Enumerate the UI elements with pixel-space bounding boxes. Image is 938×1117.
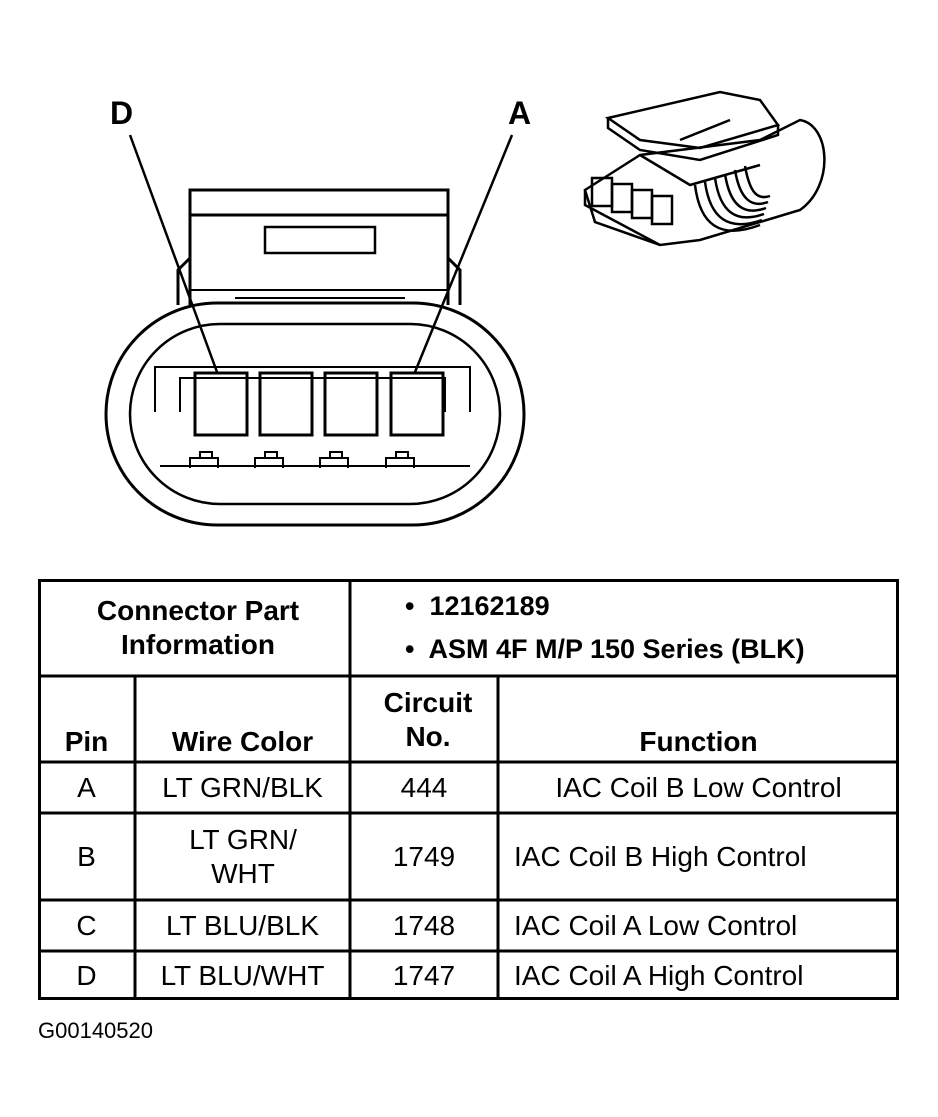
pin-label-a: A (508, 95, 531, 131)
table-row-pin: A (77, 771, 96, 803)
table-row-function: IAC Coil B High Control (514, 840, 807, 872)
table-row-circuit: 1749 (392, 840, 456, 872)
table-row-function: IAC Coil A High Control (514, 959, 804, 991)
table-row-pin: C (76, 909, 97, 941)
figure-id: G00140520 (38, 1018, 153, 1043)
table-row-pin: D (76, 959, 97, 991)
pin-label-d: D (110, 95, 133, 131)
column-header-wire-color: Wire Color (171, 726, 314, 757)
table-row-function: IAC Coil B Low Control (555, 771, 842, 803)
connector-part-info-label: Connector Part Information (96, 595, 300, 660)
part-info-item: • 12162189 (405, 591, 550, 621)
part-info-list: • 12162189 • ASM 4F M/P 150 Series (BLK) (405, 588, 805, 674)
column-header-pin: Pin (64, 726, 109, 757)
part-number: 12162189 (429, 591, 550, 621)
table-row-function: IAC Coil A Low Control (514, 909, 798, 941)
table-row-circuit: 1748 (392, 909, 456, 941)
column-header-circuit-no: Circuit No. (383, 687, 473, 752)
table-row-wire-color: LT BLU/WHT (160, 959, 325, 991)
table-row-pin: B (77, 840, 96, 872)
connector-front-view (104, 188, 526, 527)
part-info-item: • ASM 4F M/P 150 Series (BLK) (405, 634, 805, 664)
connector-isometric-view (583, 90, 826, 247)
table-row-circuit: 444 (400, 771, 448, 803)
connector-series: ASM 4F M/P 150 Series (BLK) (428, 634, 805, 664)
table-grid (38, 579, 899, 1000)
pin-leader-lines (128, 134, 514, 373)
column-header-function: Function (639, 726, 758, 757)
connector-info-table: Connector Part Information Pin Wire Colo… (38, 579, 899, 1000)
table-row-wire-color: LT GRN/BLK (162, 771, 323, 803)
table-row-wire-color: LT GRN/ WHT (189, 823, 297, 889)
table-row-circuit: 1747 (392, 959, 456, 991)
connector-diagram: D A (104, 90, 826, 527)
table-row-wire-color: LT BLU/BLK (165, 909, 320, 941)
